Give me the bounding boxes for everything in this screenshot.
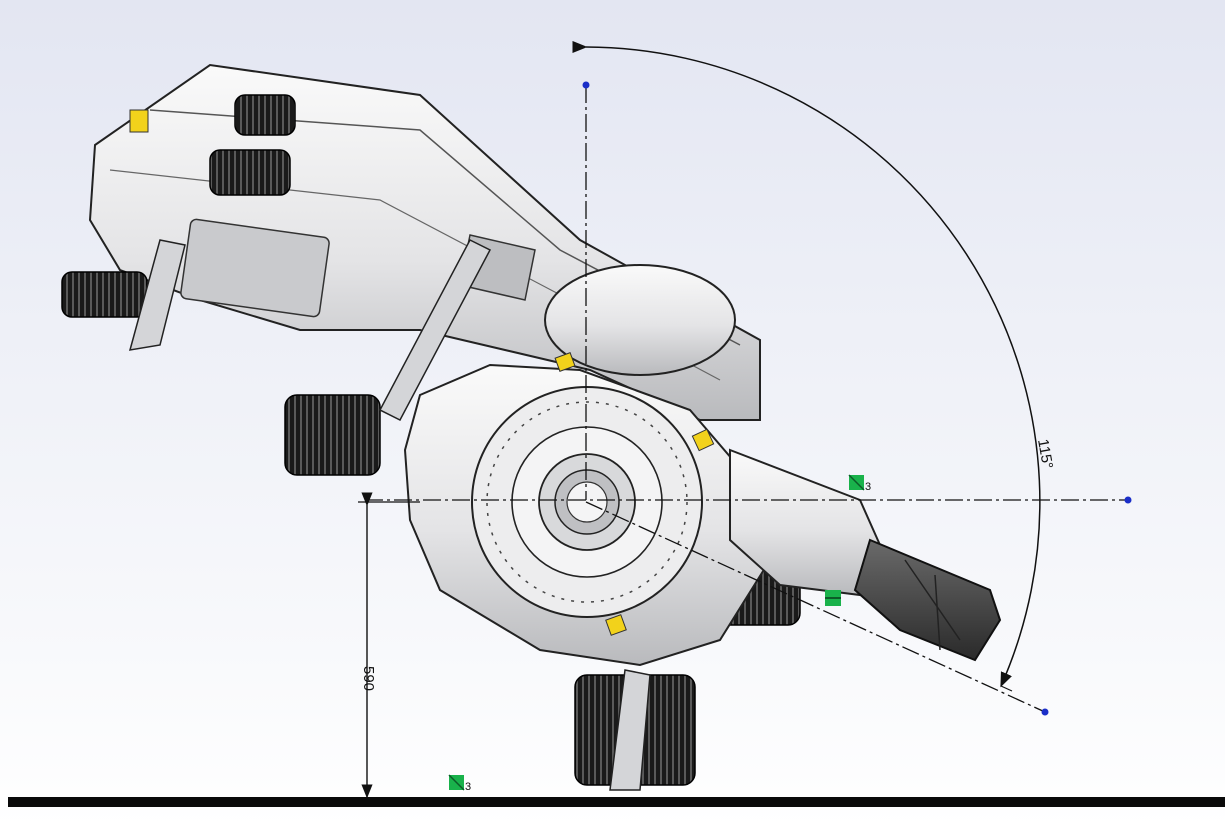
cover-plate: [180, 218, 330, 318]
sensor-marker-label: 3: [865, 481, 871, 493]
vertical-dimension[interactable]: 590: [358, 492, 420, 799]
ground-plane: [8, 797, 1225, 807]
endpoint-right: [1124, 496, 1132, 504]
sensor-marker-lower[interactable]: 3: [448, 774, 471, 793]
endpoint-lower: [1041, 708, 1049, 716]
angular-dimension[interactable]: 115°: [572, 40, 1056, 692]
linkage-brackets: [128, 239, 651, 791]
sensor-marker-label: 3: [465, 781, 471, 793]
sensor-marker-upper[interactable]: 3: [848, 474, 871, 493]
wrist-tool: [853, 538, 1002, 662]
angle-dimension-label[interactable]: 115°: [1034, 438, 1056, 470]
endpoint-top: [582, 81, 590, 89]
height-dimension-label[interactable]: 590: [360, 666, 377, 691]
